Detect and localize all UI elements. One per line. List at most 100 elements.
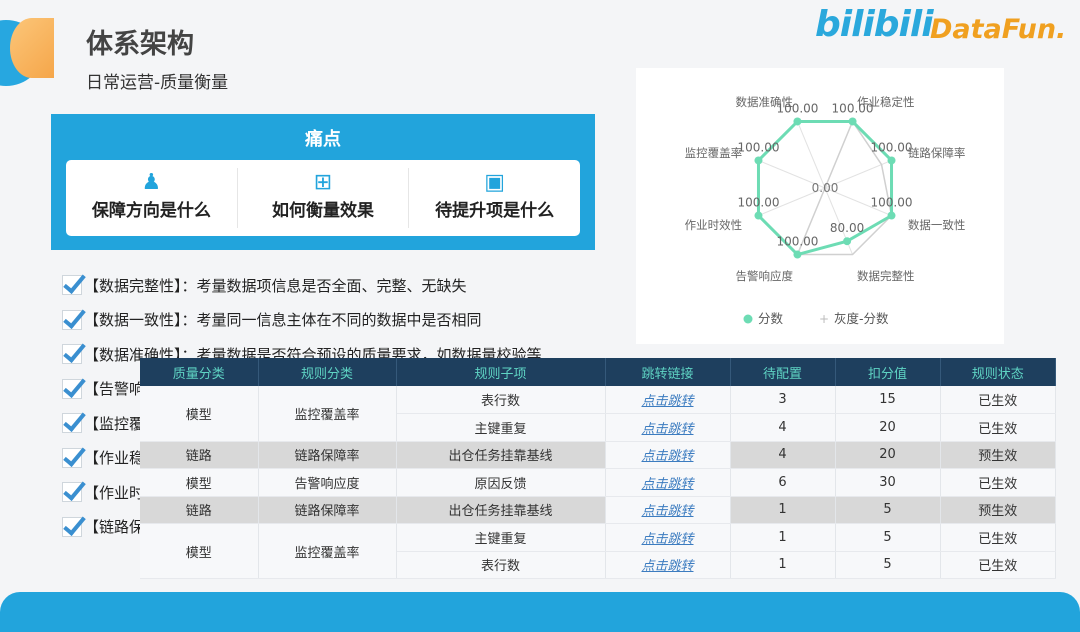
cell-quality: 链路 xyxy=(140,496,259,524)
legend-label: 分数 xyxy=(758,311,784,326)
radar-point xyxy=(887,211,896,220)
checkmark-icon xyxy=(62,344,82,365)
checklist-item: 【数据一致性】：考量同一信息主体在不同的数据中是否相同 xyxy=(62,303,542,338)
cell-rule: 监控覆盖率 xyxy=(258,386,397,442)
cell-rule: 链路保障率 xyxy=(258,496,397,524)
radar-point xyxy=(887,156,896,165)
checklist-text: 【链路保 xyxy=(84,518,145,537)
pain-points-title: 痛点 xyxy=(305,129,341,150)
cell-pending: 6 xyxy=(730,468,836,497)
cell-pending: 4 xyxy=(730,413,836,442)
cell-deduct: 20 xyxy=(835,413,941,442)
cell-status: 已生效 xyxy=(940,523,1056,552)
jump-link[interactable]: 点击跳转 xyxy=(641,449,694,465)
cell-sub: 原因反馈 xyxy=(396,468,606,497)
radar-series-gray xyxy=(796,119,893,256)
checklist-item: 【告警响 xyxy=(62,372,542,407)
table-row: 模型 监控覆盖率 表行数 点击跳转 3 15 已生效 xyxy=(140,386,1056,442)
table-row: 模型 告警响应度 原因反馈 点击跳转 6 30 已生效 xyxy=(140,468,1056,497)
radar-point xyxy=(793,117,802,126)
radar-point xyxy=(754,156,763,165)
column-header: 跳转链接 xyxy=(605,358,731,386)
jump-link[interactable]: 点击跳转 xyxy=(641,421,694,437)
cell-pending: 3 xyxy=(730,386,836,414)
table-row: 链路 链路保障率 出仓任务挂靠基线 点击跳转 1 5 预生效 xyxy=(140,496,1056,524)
jump-link[interactable]: 点击跳转 xyxy=(641,531,694,547)
radar-axis-label: 作业时效性 xyxy=(685,218,743,232)
radar-spoke xyxy=(758,187,826,217)
checklist-text: 【告警响 xyxy=(84,380,145,399)
cell-status: 预生效 xyxy=(940,496,1056,524)
cell-deduct: 5 xyxy=(835,496,941,524)
column-header: 质量分类 xyxy=(140,358,259,386)
cell-pending: 1 xyxy=(730,523,836,552)
checklist-text: 【数据完整性】：考量数据项信息是否全面、完整、无缺失 xyxy=(84,276,467,295)
rules-table: 质量分类 规则分类 规则子项 跳转链接 待配置 扣分值 规则状态 模型 监控覆盖… xyxy=(140,358,1056,579)
jump-link[interactable]: 点击跳转 xyxy=(641,559,694,575)
datafun-logo: DataFun. xyxy=(930,14,1067,45)
cell-pending: 1 xyxy=(730,496,836,524)
bottom-bar xyxy=(0,592,1080,632)
cell-deduct: 5 xyxy=(835,523,941,552)
radar-spoke xyxy=(758,159,826,189)
legend-marker xyxy=(743,314,753,324)
checklist-item: 【作业稳 xyxy=(62,441,542,476)
pain-points-panel: 痛点 ♟保障方向是什么 ⊞如何衡量效果 ▣待提升项是什么 xyxy=(51,114,595,250)
checklist-text: 【作业稳 xyxy=(84,449,145,468)
radar-value-label: 100.00 xyxy=(737,140,779,154)
cell-rule: 监控覆盖率 xyxy=(258,523,397,579)
radar-spoke xyxy=(796,121,826,189)
cell-sub: 出仓任务挂靠基线 xyxy=(396,441,606,469)
column-header: 扣分值 xyxy=(835,358,941,386)
radar-value-label: 100.00 xyxy=(871,196,913,210)
checklist-item: 【链路保 xyxy=(62,510,542,545)
cell-deduct: 5 xyxy=(835,551,941,579)
jump-link[interactable]: 点击跳转 xyxy=(641,476,694,492)
radar-spoke xyxy=(824,159,892,189)
cell-status: 已生效 xyxy=(940,468,1056,497)
checkmark-icon xyxy=(62,482,82,503)
legend-marker: + xyxy=(819,312,829,326)
radar-point xyxy=(843,237,852,246)
cell-status: 已生效 xyxy=(940,386,1056,414)
cell-status: 预生效 xyxy=(940,441,1056,469)
cell-deduct: 20 xyxy=(835,441,941,469)
presentation-icon: ▣ xyxy=(484,170,506,195)
cell-status: 已生效 xyxy=(940,551,1056,579)
checklist-item: 【作业时 xyxy=(62,475,542,510)
checkmark-icon xyxy=(62,309,82,330)
people-pyramid-icon: ♟ xyxy=(141,170,162,195)
jump-link[interactable]: 点击跳转 xyxy=(641,504,694,520)
cell-pending: 1 xyxy=(730,551,836,579)
flowchart-icon: ⊞ xyxy=(313,170,333,195)
radar-point xyxy=(754,211,763,220)
pain-item-label: 保障方向是什么 xyxy=(91,201,211,221)
cell-quality: 模型 xyxy=(140,523,259,579)
checkmark-icon xyxy=(62,378,82,399)
checklist-item: 【监控覆 xyxy=(62,406,542,441)
page-subtitle: 日常运营-质量衡量 xyxy=(86,73,229,93)
table-header-row: 质量分类 规则分类 规则子项 跳转链接 待配置 扣分值 规则状态 xyxy=(140,358,1056,386)
table-row: 链路 链路保障率 出仓任务挂靠基线 点击跳转 4 20 预生效 xyxy=(140,441,1056,469)
radar-value-label: 100.00 xyxy=(832,101,874,115)
jump-link[interactable]: 点击跳转 xyxy=(641,394,694,409)
radar-axis-label: 数据完整性 xyxy=(857,269,915,283)
radar-spoke xyxy=(824,187,892,217)
cell-deduct: 15 xyxy=(835,386,941,414)
cell-sub: 表行数 xyxy=(396,386,606,414)
column-header: 待配置 xyxy=(730,358,836,386)
checklist-text: 【数据一致性】：考量同一信息主体在不同的数据中是否相同 xyxy=(84,311,482,330)
radar-value-label: 100.00 xyxy=(737,196,779,210)
column-header: 规则子项 xyxy=(396,358,606,386)
pain-item: ♟ 保障方向是什么 xyxy=(66,160,237,236)
radar-center-label: 0.00 xyxy=(812,181,839,195)
radar-value-label: 100.00 xyxy=(776,235,818,249)
pain-item: ⊞如何衡量效果 xyxy=(236,168,409,228)
radar-axis-label: 数据一致性 xyxy=(908,218,966,232)
radar-chart: 100.00100.00100.0080.00100.00100.00100.0… xyxy=(685,95,966,326)
radar-value-label: 100.00 xyxy=(776,101,818,115)
column-header: 规则分类 xyxy=(258,358,397,386)
radar-axis-label: 数据准确性 xyxy=(736,95,794,109)
radar-axis-label: 作业稳定性 xyxy=(857,95,915,109)
